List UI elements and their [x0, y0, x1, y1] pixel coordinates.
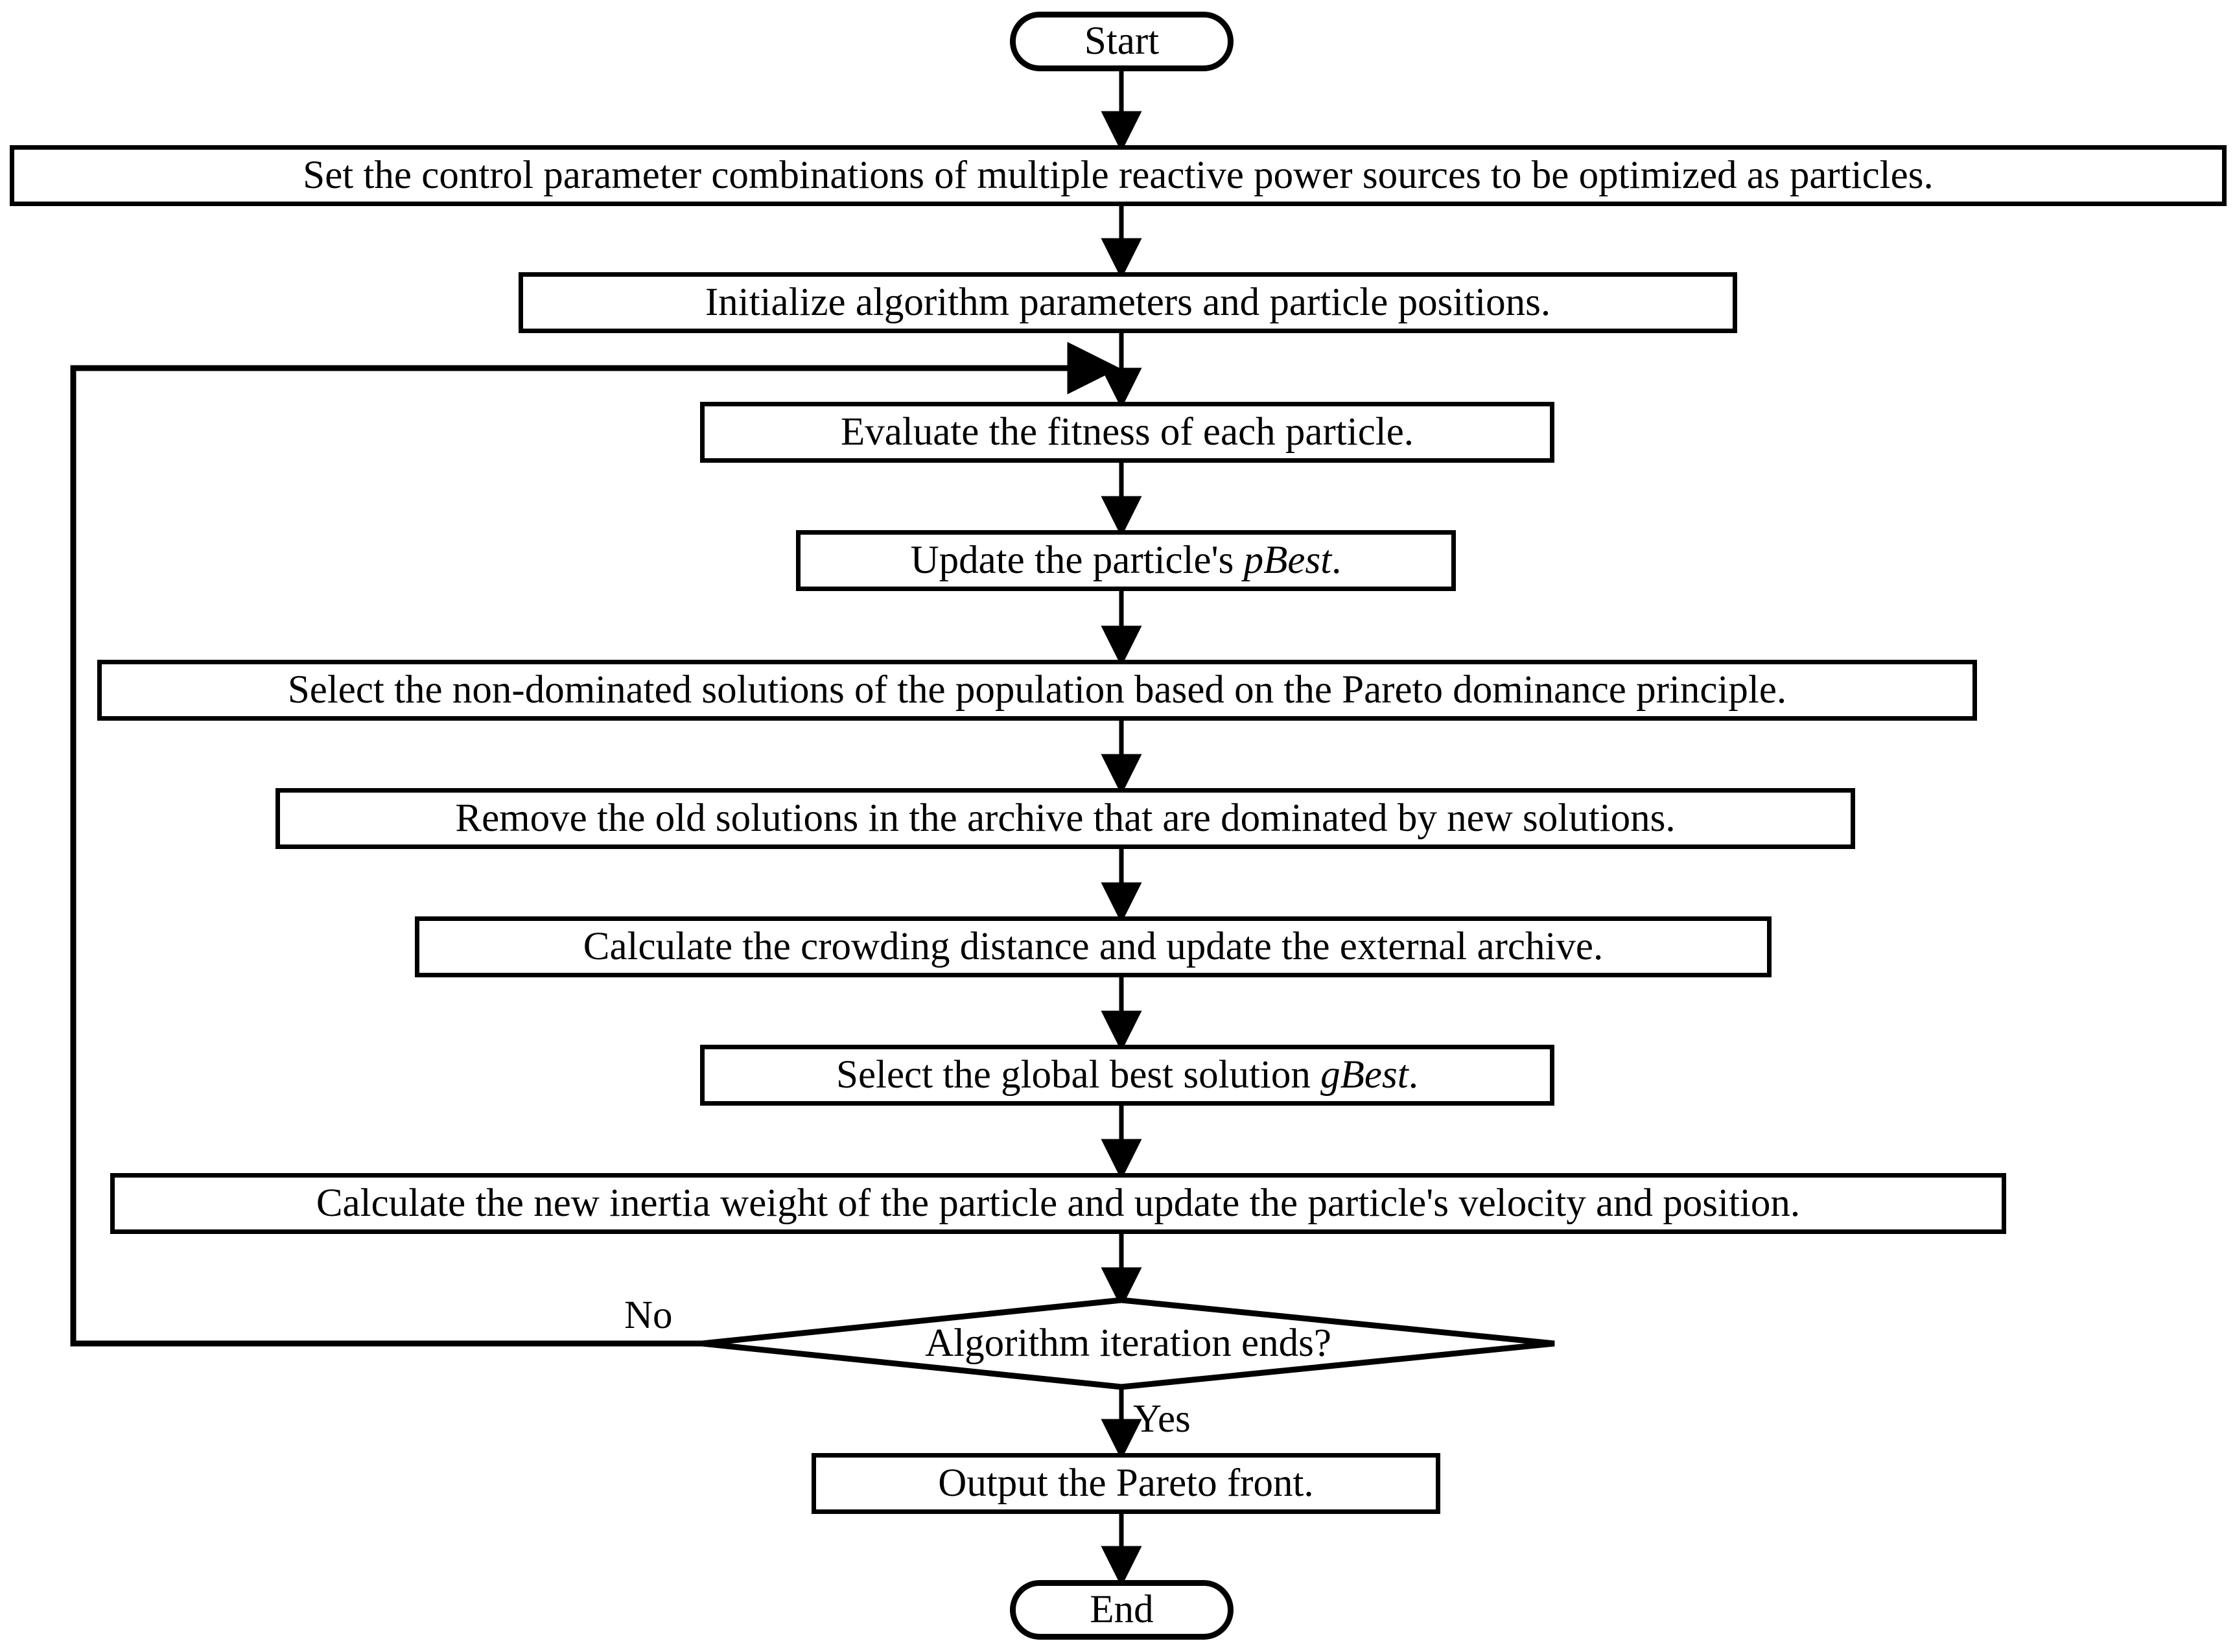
node-select-gbest-prefix: Select the global best solution [836, 1053, 1321, 1097]
node-update-velocity-position[interactable]: Calculate the new inertia weight of the … [110, 1173, 2006, 1234]
node-output-pareto-front-label: Output the Pareto front. [938, 1461, 1314, 1505]
node-remove-old-solutions-label: Remove the old solutions in the archive … [455, 796, 1676, 840]
node-start[interactable]: Start [1010, 12, 1234, 71]
node-update-pbest-prefix: Update the particle's [910, 538, 1244, 582]
node-remove-old-solutions[interactable]: Remove the old solutions in the archive … [275, 788, 1855, 849]
node-set-parameters[interactable]: Set the control parameter combinations o… [10, 145, 2227, 206]
node-crowding-distance-label: Calculate the crowding distance and upda… [583, 924, 1604, 968]
node-set-parameters-label: Set the control parameter combinations o… [303, 153, 1934, 197]
node-select-gbest-italic: gBest [1320, 1053, 1409, 1097]
node-crowding-distance[interactable]: Calculate the crowding distance and upda… [415, 916, 1772, 977]
node-update-velocity-position-label: Calculate the new inertia weight of the … [316, 1181, 1801, 1225]
node-evaluate-fitness-label: Evaluate the fitness of each particle. [840, 410, 1414, 454]
node-update-pbest-suffix: . [1331, 538, 1342, 582]
node-end-label: End [1090, 1588, 1154, 1631]
node-evaluate-fitness[interactable]: Evaluate the fitness of each particle. [700, 402, 1554, 463]
node-update-pbest-italic: pBest [1243, 538, 1332, 582]
edge-label-yes-text: Yes [1133, 1397, 1191, 1441]
node-initialize[interactable]: Initialize algorithm parameters and part… [519, 272, 1737, 333]
node-select-gbest-suffix: . [1408, 1053, 1418, 1097]
node-select-nondominated[interactable]: Select the non-dominated solutions of th… [97, 660, 1977, 721]
node-decision-label-wrap[interactable]: Algorithm iteration ends? [702, 1309, 1554, 1378]
node-update-pbest[interactable]: Update the particle's pBest. [796, 530, 1456, 591]
node-initialize-label: Initialize algorithm parameters and part… [705, 280, 1551, 324]
node-select-nondominated-label: Select the non-dominated solutions of th… [287, 668, 1787, 712]
edge-label-no-text: No [624, 1294, 673, 1337]
node-output-pareto-front[interactable]: Output the Pareto front. [812, 1453, 1440, 1514]
node-select-gbest-label: Select the global best solution gBest. [836, 1054, 1418, 1096]
node-start-label: Start [1084, 19, 1160, 63]
node-update-pbest-label: Update the particle's pBest. [910, 538, 1342, 582]
node-select-gbest[interactable]: Select the global best solution gBest. [700, 1045, 1554, 1106]
node-decision-label: Algorithm iteration ends? [925, 1321, 1331, 1365]
edge-decision-no-loop [70, 342, 1120, 1347]
edge-label-no: No [624, 1293, 673, 1338]
edge-label-yes: Yes [1133, 1397, 1191, 1442]
node-end[interactable]: End [1010, 1580, 1234, 1640]
